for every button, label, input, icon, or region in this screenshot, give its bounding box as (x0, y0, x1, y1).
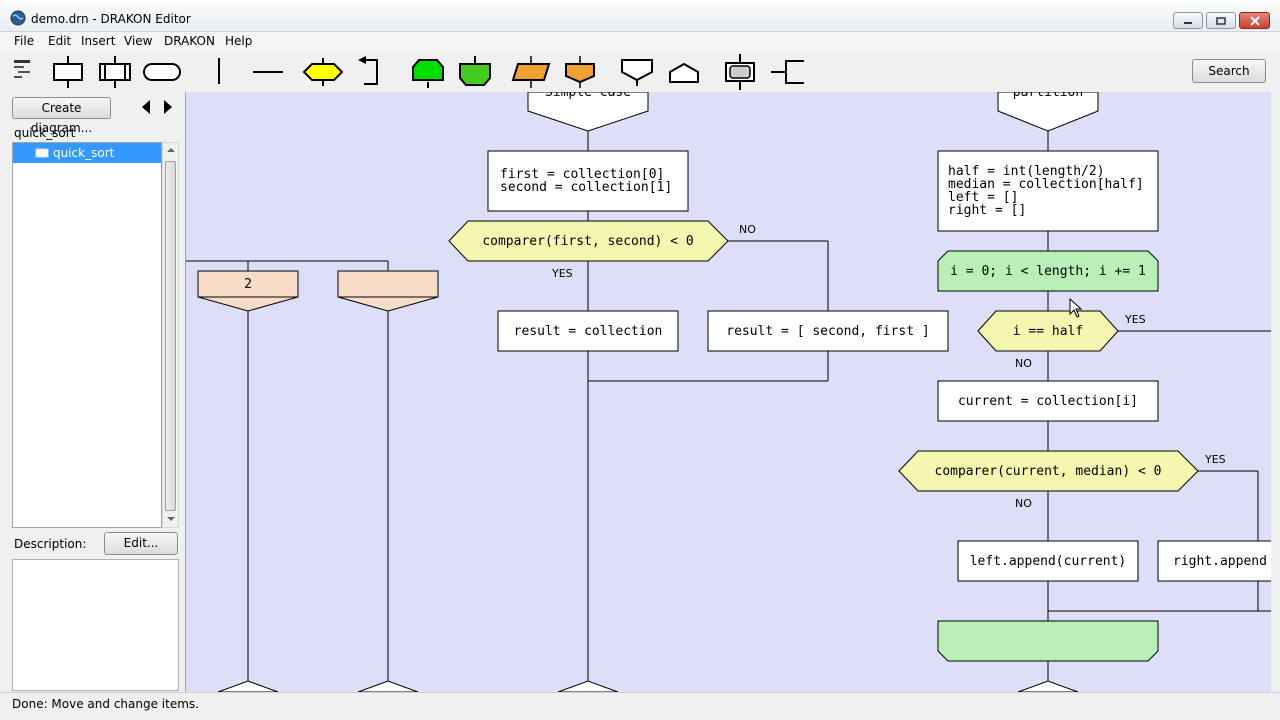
menu-help[interactable]: Help (225, 34, 253, 48)
branch-icon[interactable] (621, 59, 653, 86)
action-result-collection[interactable] (497, 310, 679, 352)
action-first-second[interactable] (487, 150, 689, 212)
toolbar-icons (14, 54, 804, 90)
tree-item-label: quick_sort (53, 146, 115, 160)
partition-init-line-4: right = [] (948, 203, 1026, 218)
label-no-3: NO (1015, 497, 1032, 510)
menu-insert[interactable]: Insert (81, 34, 116, 48)
end-marker-2 (357, 680, 419, 692)
question-compare-label: comparer(first, second) < 0 (482, 234, 693, 249)
action-right-append[interactable] (1157, 540, 1271, 582)
status-text: Done: Move and change items. (12, 697, 199, 711)
minimize-icon (1184, 21, 1192, 24)
question-compare-median-label: comparer(current, median) < 0 (935, 464, 1162, 479)
action-icon[interactable] (53, 56, 83, 88)
branch-header-partition-label: partition (1013, 92, 1083, 100)
action-result-swap-label: result = [ second, first ] (726, 324, 930, 339)
terminator-icon[interactable] (143, 63, 181, 81)
description-label: Description: (14, 537, 87, 551)
app-globe-icon (10, 10, 26, 26)
canvas-edge (1271, 92, 1280, 692)
minimize-button[interactable] (1173, 12, 1203, 29)
action-first-second-line-2: second = collection[1] (500, 180, 672, 195)
case-branch-2[interactable] (197, 270, 299, 312)
list-icon[interactable] (14, 60, 30, 78)
address-icon[interactable] (669, 62, 699, 83)
output-icon[interactable] (565, 56, 595, 88)
branch-header-simple-case[interactable] (527, 92, 649, 132)
scroll-thumb[interactable] (165, 161, 176, 511)
forward-arrow-icon[interactable] (161, 99, 175, 115)
title-bar: demo.drn - DRAKON Editor (0, 0, 1280, 32)
loop-start-label: i = 0; i < length; i += 1 (950, 264, 1146, 279)
tree-root-label: quick_sort (14, 126, 76, 140)
loop-start[interactable] (937, 250, 1159, 292)
diagram-canvas[interactable]: Simple case partition first = collection… (185, 92, 1271, 692)
case-branch-2-label: 2 (244, 277, 252, 292)
label-yes-3: YES (1204, 453, 1226, 466)
action-result-collection-label: result = collection (514, 324, 663, 339)
close-button[interactable] (1239, 12, 1270, 29)
tree-item-quick-sort[interactable]: quick_sort (13, 143, 161, 163)
action-current-label: current = collection[i] (958, 394, 1138, 409)
partition-init-line-2: median = collection[half] (948, 177, 1144, 192)
mouse-cursor-icon (1069, 297, 1083, 318)
loop-start-icon[interactable] (412, 59, 444, 88)
search-button[interactable]: Search (1192, 59, 1266, 83)
tree-scrollbar[interactable] (162, 142, 179, 528)
connector-lines (186, 130, 1271, 684)
menu-file[interactable]: File (14, 34, 35, 48)
case-branch-empty[interactable] (337, 270, 439, 312)
question-compare-median[interactable] (898, 450, 1199, 492)
arrow-loop-icon[interactable] (358, 56, 378, 85)
diagram-icon (35, 148, 49, 158)
back-arrow-icon[interactable] (139, 99, 153, 115)
partition-init-line-1: half = int(length/2) (948, 164, 1105, 179)
close-icon (1249, 15, 1260, 26)
action-right-append-label: right.append (1173, 554, 1267, 569)
action-partition-init[interactable] (937, 150, 1159, 232)
end-marker-3 (557, 680, 619, 692)
shelf-icon[interactable] (725, 54, 755, 90)
question-i-half[interactable] (977, 310, 1119, 352)
loop-end[interactable] (937, 620, 1159, 662)
question-icon[interactable] (302, 58, 344, 86)
partition-init-line-3: left = [] (948, 190, 1018, 205)
description-box[interactable] (12, 559, 179, 691)
menu-bar: File Edit Insert View DRAKON Help (0, 32, 1280, 52)
diagram-tree[interactable]: quick_sort (12, 142, 162, 528)
end-marker-4 (1017, 680, 1079, 692)
menu-drakon[interactable]: DRAKON (164, 34, 215, 48)
restore-icon (1216, 16, 1226, 25)
menu-view[interactable]: View (124, 34, 153, 48)
diagram-svg[interactable]: Simple case partition first = collection… (186, 92, 1271, 692)
edit-description-button[interactable]: Edit... (104, 532, 178, 555)
action-left-append-label: left.append(current) (970, 554, 1127, 569)
loop-end-icon[interactable] (459, 56, 491, 86)
label-yes-2: YES (1124, 313, 1146, 326)
branch-header-simple-case-label: Simple case (545, 92, 631, 100)
branch-header-partition[interactable] (997, 92, 1099, 132)
action-result-swap[interactable] (707, 310, 949, 352)
action-first-second-line-1: first = collection[0] (500, 167, 664, 182)
comment-icon[interactable] (771, 60, 804, 84)
create-diagram-button[interactable]: Create diagram... (12, 97, 111, 135)
input-icon[interactable] (511, 56, 551, 88)
scroll-up-icon[interactable] (167, 147, 175, 153)
label-no-2: NO (1015, 357, 1032, 370)
action-current[interactable] (937, 380, 1159, 422)
question-compare-first-second[interactable] (448, 220, 729, 262)
label-yes-1: YES (551, 267, 573, 280)
status-bar: Done: Move and change items. (0, 692, 1280, 720)
end-marker-1 (217, 680, 279, 692)
label-no-1: NO (739, 223, 756, 236)
menu-edit[interactable]: Edit (48, 34, 72, 48)
action-left-append[interactable] (957, 540, 1139, 582)
scroll-down-icon[interactable] (167, 516, 175, 522)
question-i-half-label: i == half (1013, 324, 1083, 339)
toolbar (0, 52, 1280, 92)
window-title: demo.drn - DRAKON Editor (31, 12, 191, 26)
maximize-button[interactable] (1206, 12, 1236, 29)
insertion-icon[interactable] (99, 56, 131, 88)
